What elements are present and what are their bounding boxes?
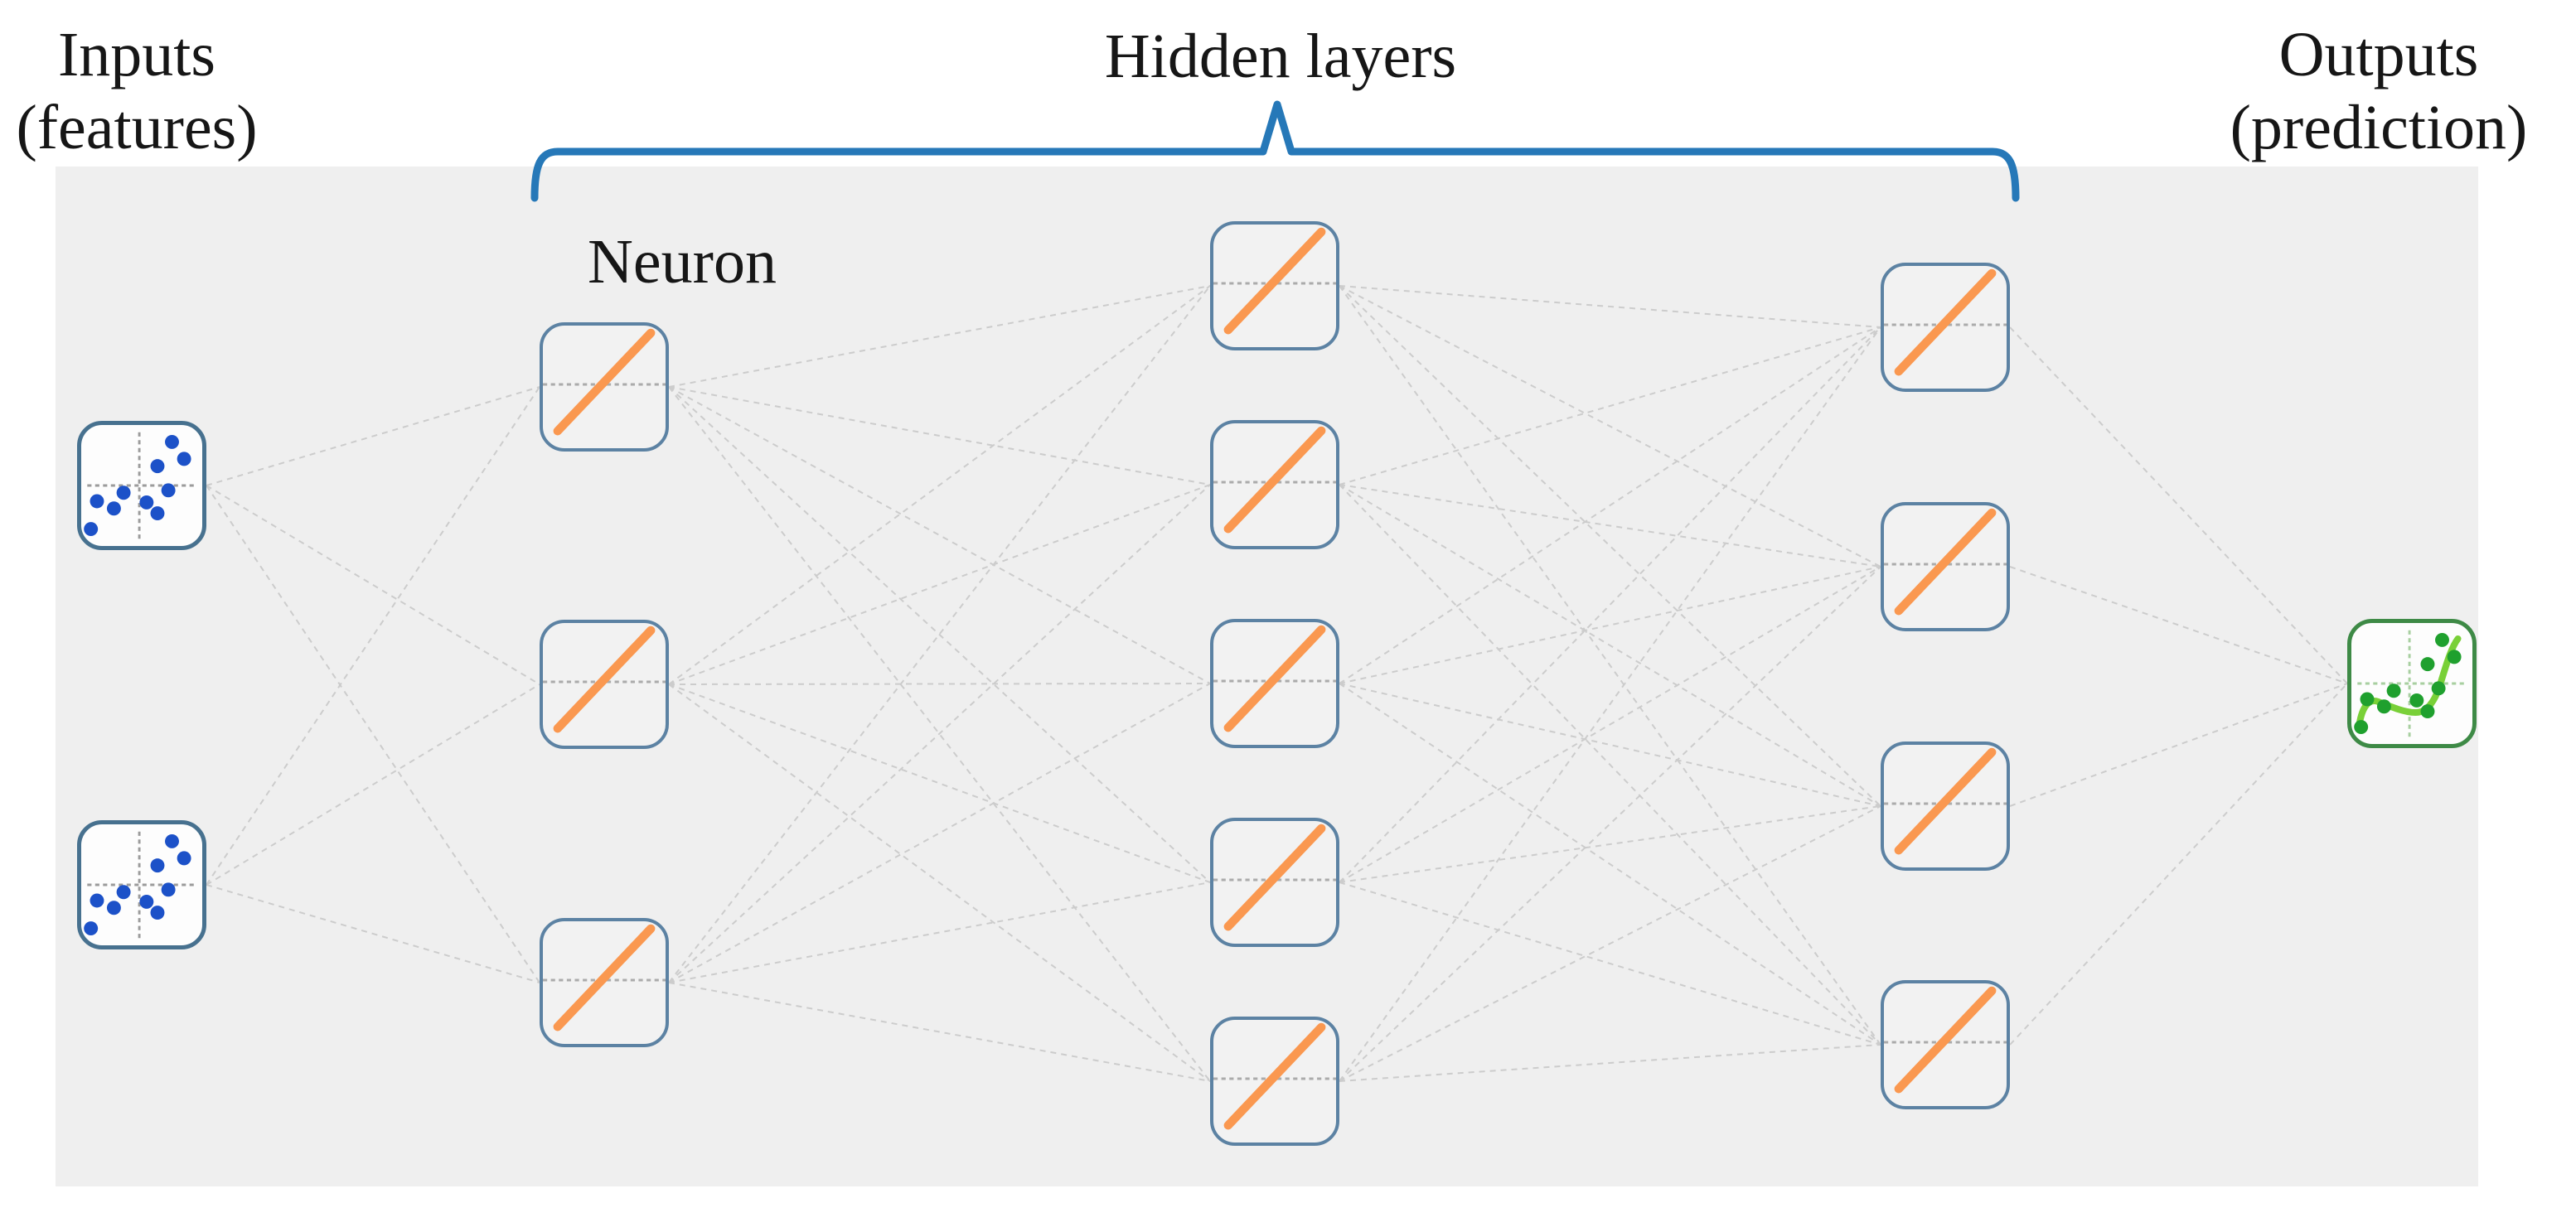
inputs-node-2 xyxy=(77,820,206,949)
edge xyxy=(1339,326,1881,485)
edge xyxy=(206,485,540,983)
hidden-3-node-4 xyxy=(1881,980,2010,1109)
identity-activation-glyph xyxy=(1213,227,1336,335)
edge xyxy=(1339,1044,1881,1082)
outputs-label: Outputs (prediction) xyxy=(2205,18,2553,164)
hidden-layers-brace-icon xyxy=(530,100,2020,202)
edge xyxy=(1339,326,1881,1082)
hidden-2-node-2 xyxy=(1210,420,1339,549)
edge xyxy=(206,684,540,886)
identity-activation-glyph xyxy=(1884,508,2007,616)
edge xyxy=(1339,882,1881,1046)
edge xyxy=(2009,683,2348,1046)
identity-activation-glyph xyxy=(543,328,666,436)
edge xyxy=(206,386,540,886)
edge xyxy=(2009,683,2348,807)
identity-activation-glyph xyxy=(543,924,666,1031)
scatter-plot-glyph xyxy=(84,831,196,939)
edge xyxy=(1339,285,1881,1046)
edge xyxy=(668,882,1211,983)
inputs-node-1 xyxy=(77,421,206,550)
hidden-3-node-1 xyxy=(1881,263,2010,392)
edge xyxy=(668,683,1211,983)
identity-activation-glyph xyxy=(1213,426,1336,534)
hidden-2-node-5 xyxy=(1210,1017,1339,1146)
edge xyxy=(2009,566,2348,684)
edge xyxy=(1339,484,1881,807)
edge xyxy=(1339,566,1881,883)
edge xyxy=(1339,326,1881,883)
identity-activation-glyph xyxy=(1884,986,2007,1094)
neuron-label-text: Neuron xyxy=(588,227,777,297)
hidden-layers-label-text: Hidden layers xyxy=(1104,22,1457,91)
outputs-label-line2: (prediction) xyxy=(2230,93,2528,163)
hidden-2-node-4 xyxy=(1210,818,1339,947)
hidden-3-node-2 xyxy=(1881,502,2010,631)
hidden-1-node-1 xyxy=(540,322,669,452)
hidden-2-node-1 xyxy=(1210,221,1339,350)
inputs-label-line2: (features) xyxy=(16,93,258,163)
hidden-1-node-2 xyxy=(540,620,669,749)
identity-activation-glyph xyxy=(1213,824,1336,931)
edge xyxy=(1339,326,1881,684)
edge xyxy=(206,386,540,486)
edge xyxy=(668,484,1211,983)
identity-activation-glyph xyxy=(543,626,666,733)
neuron-label: Neuron xyxy=(516,225,848,298)
hidden-2-node-3 xyxy=(1210,619,1339,748)
identity-activation-glyph xyxy=(1884,747,2007,855)
edge xyxy=(206,884,540,983)
hidden-1-node-3 xyxy=(540,918,669,1047)
identity-activation-glyph xyxy=(1213,625,1336,732)
edge xyxy=(668,386,1211,485)
edge xyxy=(1339,285,1881,568)
connection-edges xyxy=(206,285,2348,1082)
edge xyxy=(1339,683,1881,807)
outputs-label-line1: Outputs xyxy=(2278,20,2479,89)
edge xyxy=(668,285,1211,983)
edge xyxy=(2009,326,2348,684)
edge xyxy=(668,285,1211,685)
inputs-label-line1: Inputs xyxy=(58,20,215,89)
inputs-label: Inputs (features) xyxy=(0,18,274,164)
edge xyxy=(1339,566,1881,1082)
edge xyxy=(1339,285,1881,328)
edge xyxy=(668,484,1211,685)
hidden-3-node-3 xyxy=(1881,742,2010,871)
scatter-plot-glyph xyxy=(84,432,196,539)
fitted-curve-glyph xyxy=(2354,630,2467,737)
edge xyxy=(668,386,1211,1082)
edge xyxy=(668,386,1211,883)
edge xyxy=(206,485,540,685)
edge xyxy=(668,386,1211,684)
edge xyxy=(668,982,1211,1082)
edge xyxy=(1339,683,1881,1046)
edge xyxy=(668,285,1211,388)
edge xyxy=(1339,805,1881,883)
edge xyxy=(668,684,1211,1082)
edge xyxy=(668,684,1211,883)
edge xyxy=(1339,805,1881,1082)
identity-activation-glyph xyxy=(1213,1022,1336,1130)
edge xyxy=(1339,484,1881,1046)
identity-activation-glyph xyxy=(1884,268,2007,376)
edge xyxy=(1339,484,1881,568)
edge xyxy=(1339,285,1881,807)
outputs-node-1 xyxy=(2347,619,2477,748)
hidden-layers-label: Hidden layers xyxy=(990,20,1571,93)
